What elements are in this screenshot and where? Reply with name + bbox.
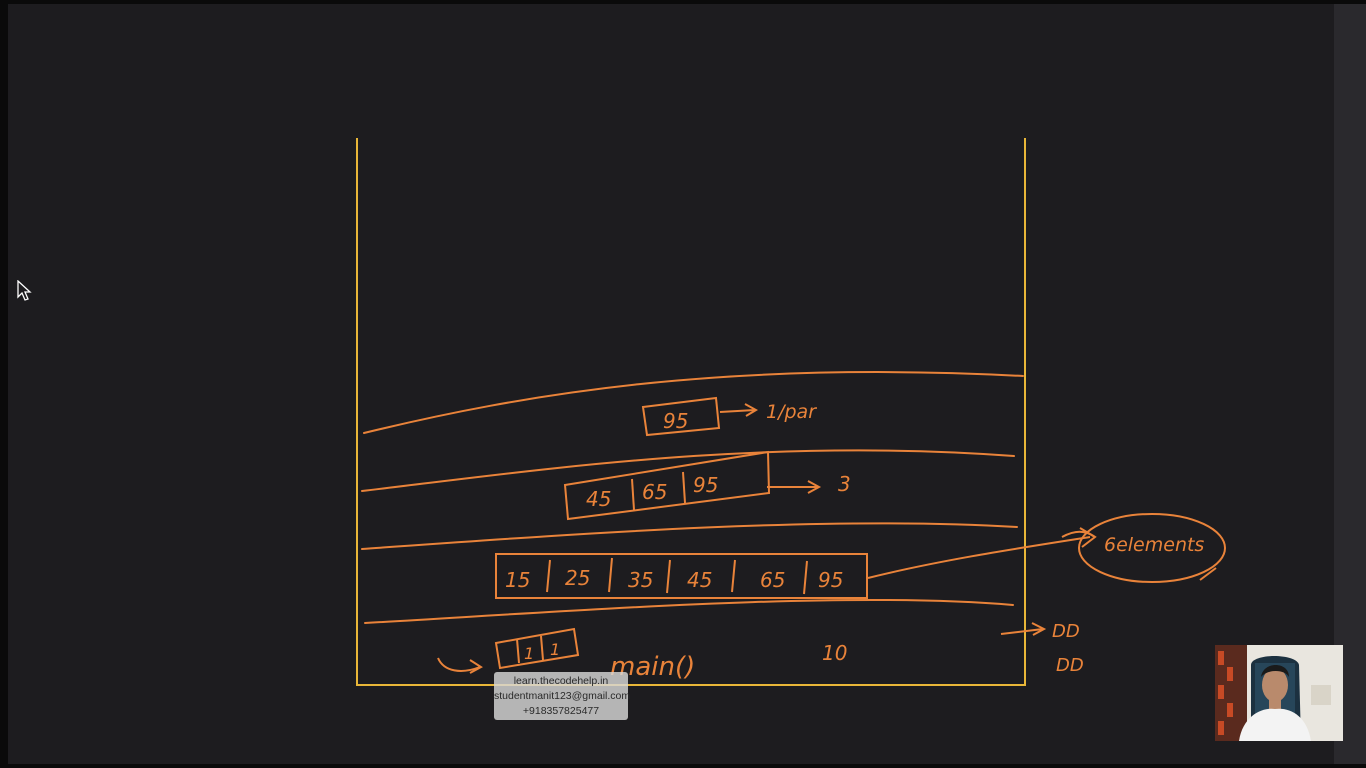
frame-2 bbox=[563, 450, 822, 521]
frame-2-cell: 45 bbox=[586, 487, 611, 511]
side-number: 10 bbox=[822, 641, 847, 665]
frame-3-cell: 35 bbox=[628, 568, 653, 592]
mouse-pointer-icon bbox=[17, 280, 32, 301]
window-edge bbox=[1334, 4, 1366, 764]
frame-separators bbox=[361, 371, 1024, 624]
frame-3-cell: 45 bbox=[687, 568, 712, 592]
stack-container bbox=[356, 138, 1026, 686]
frame-2-cell: 95 bbox=[693, 473, 718, 497]
webcam-overlay bbox=[1215, 645, 1343, 741]
frame-3-cell: 65 bbox=[760, 568, 785, 592]
frame-4 bbox=[437, 622, 1047, 674]
frame-4-cell: 1 bbox=[524, 644, 534, 663]
frame-3 bbox=[495, 513, 1226, 599]
frame-1-cell: 95 bbox=[663, 409, 688, 433]
frame-4-cell: 1 bbox=[550, 640, 560, 659]
watermark-phone: +918357825477 bbox=[522, 705, 600, 717]
frame-1 bbox=[641, 396, 759, 437]
frame-3-cell: 95 bbox=[818, 568, 843, 592]
contact-watermark: learn.thecodehelp.in studentmanit123@gma… bbox=[494, 672, 631, 720]
watermark-site: learn.thecodehelp.in bbox=[513, 675, 609, 687]
marks-top: DD bbox=[1052, 621, 1080, 642]
whiteboard-canvas[interactable] bbox=[8, 4, 1334, 764]
watermark-email: studentmanit123@gmail.com bbox=[494, 690, 631, 702]
frame-2-note: 3 bbox=[838, 472, 851, 496]
frame-3-cell: 25 bbox=[565, 566, 590, 590]
frame-2-cell: 65 bbox=[642, 480, 667, 504]
presenter-image bbox=[1215, 645, 1343, 741]
marks-bottom: DD bbox=[1056, 655, 1084, 676]
frame-3-cell: 15 bbox=[505, 568, 530, 592]
frame-1-note: 1/par bbox=[766, 401, 817, 423]
frame-3-note: 6elements bbox=[1104, 534, 1204, 556]
